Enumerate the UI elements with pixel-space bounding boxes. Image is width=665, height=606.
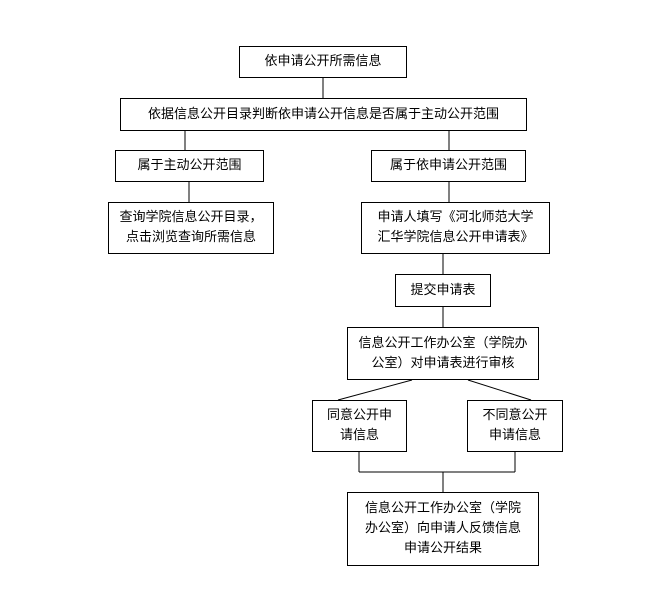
node-query-catalog: 查询学院信息公开目录， 点击浏览查询所需信息 <box>108 202 274 254</box>
node-apply-scope: 属于依申请公开范围 <box>371 150 526 182</box>
node-active-scope: 属于主动公开范围 <box>115 150 264 182</box>
node-apply-scope-label: 属于依申请公开范围 <box>389 158 507 173</box>
node-feedback-label: 信息公开工作办公室（学院 办公室）向申请人反馈信息 申请公开结果 <box>364 501 521 556</box>
node-start-label: 依申请公开所需信息 <box>264 54 382 69</box>
node-fill-form-label: 申请人填写《河北师范大学 汇华学院信息公开申请表》 <box>377 210 534 245</box>
node-fill-form: 申请人填写《河北师范大学 汇华学院信息公开申请表》 <box>361 202 550 254</box>
node-disagree-label: 不同意公开 申请信息 <box>482 408 548 443</box>
node-office-review: 信息公开工作办公室（学院办 公室）对申请表进行审核 <box>347 327 539 380</box>
node-feedback: 信息公开工作办公室（学院 办公室）向申请人反馈信息 申请公开结果 <box>347 492 539 566</box>
node-start: 依申请公开所需信息 <box>239 46 407 78</box>
node-submit-form-label: 提交申请表 <box>410 282 476 298</box>
node-judge-label: 依据信息公开目录判断依申请公开信息是否属于主动公开范围 <box>147 106 499 122</box>
connector-review-agree <box>337 379 413 401</box>
node-office-review-label: 信息公开工作办公室（学院办 公室）对申请表进行审核 <box>358 335 528 371</box>
node-disagree: 不同意公开 申请信息 <box>467 400 563 452</box>
node-submit-form: 提交申请表 <box>395 274 491 307</box>
node-judge: 依据信息公开目录判断依申请公开信息是否属于主动公开范围 <box>120 98 527 131</box>
connector-review-disagree <box>467 379 532 401</box>
node-active-scope-label: 属于主动公开范围 <box>137 158 242 173</box>
node-agree: 同意公开申 请信息 <box>312 400 407 452</box>
node-query-catalog-label: 查询学院信息公开目录， 点击浏览查询所需信息 <box>119 210 263 245</box>
node-agree-label: 同意公开申 请信息 <box>326 408 392 443</box>
